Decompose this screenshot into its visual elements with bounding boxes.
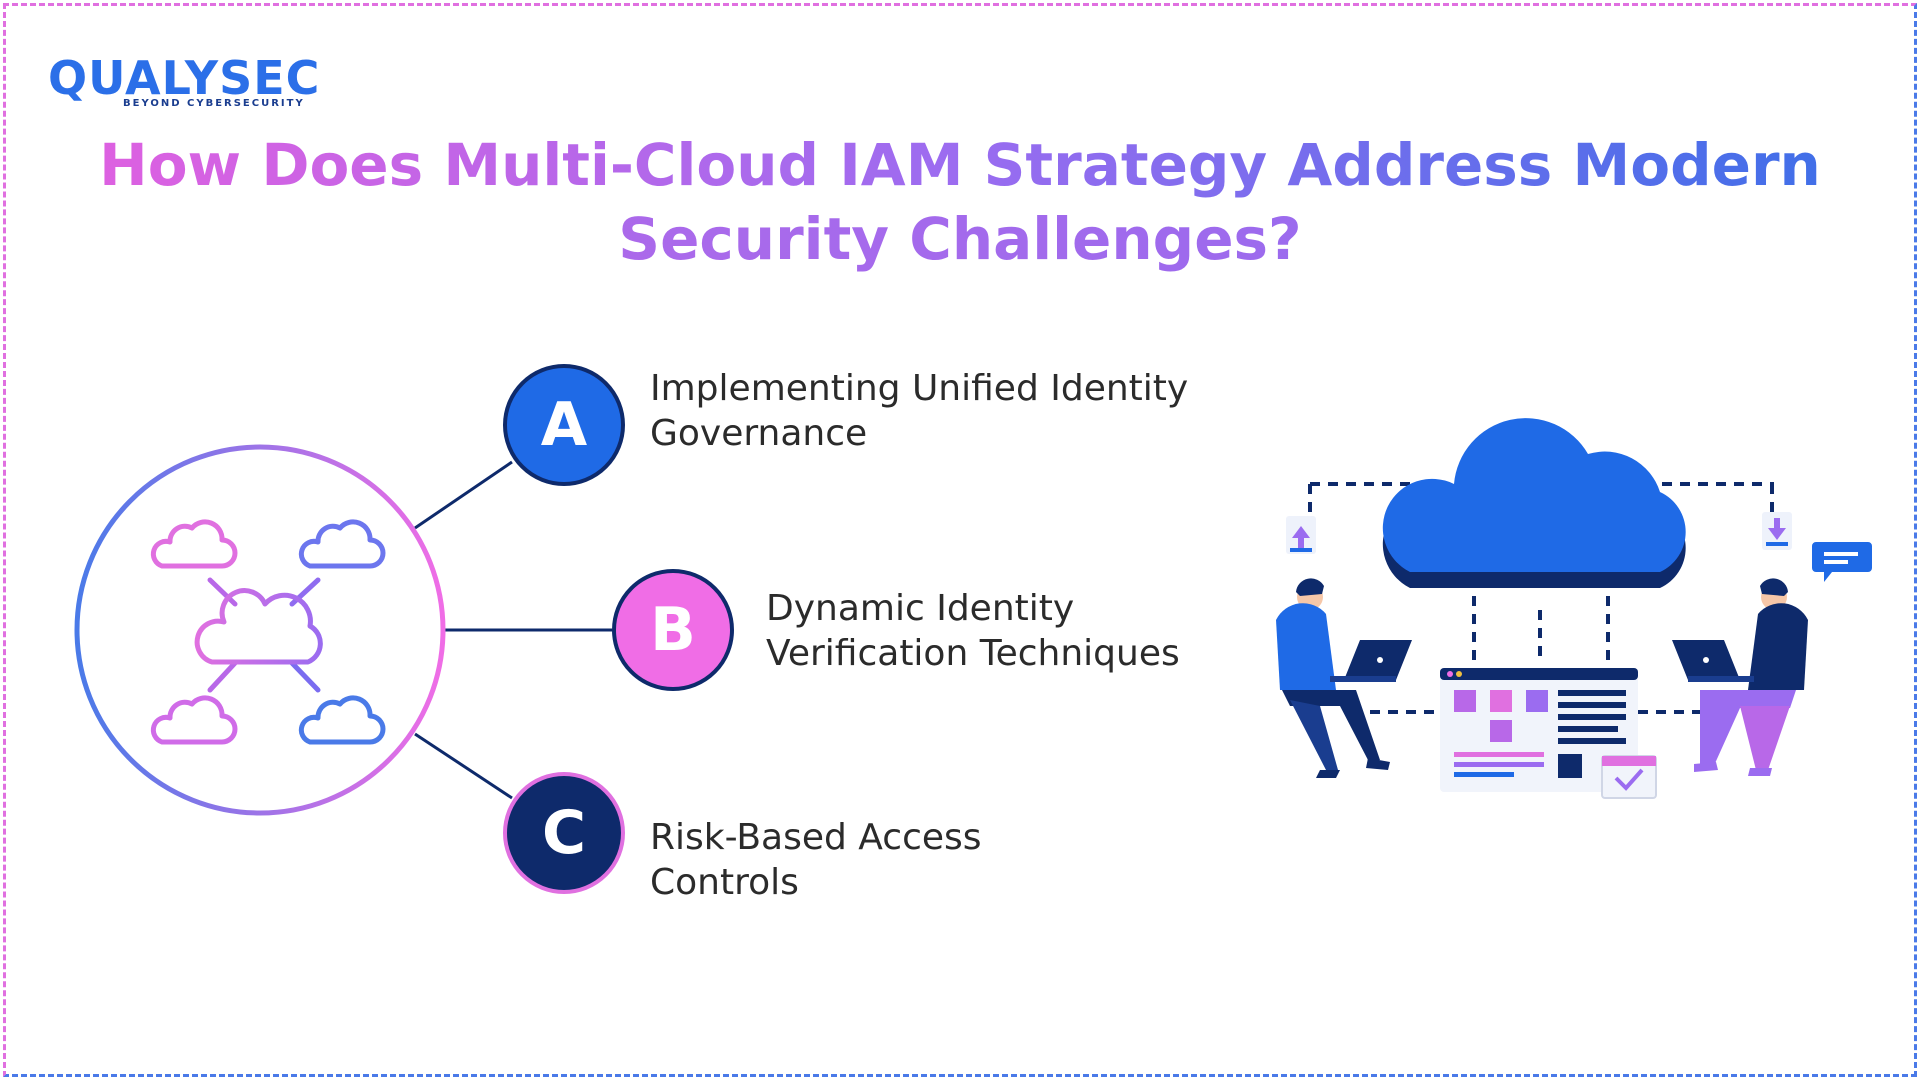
cloud-network-icon [74,444,446,816]
dashboard-window-icon [1440,668,1638,792]
item-b-line-2: Verification Techniques [766,633,1180,674]
title-line-2: Security Challenges? [60,202,1860,276]
title-line-1: How Does Multi-Cloud IAM Strategy Addres… [60,128,1860,202]
download-document-icon [1762,512,1792,550]
item-a-text: Implementing Unified Identity Governance [650,366,1188,456]
item-c-line-2: Controls [650,862,799,903]
connector-lines [414,460,612,800]
connector-a [414,460,513,530]
item-b-text: Dynamic Identity Verification Techniques [766,586,1180,676]
item-c-line-1: Risk-Based Access [650,817,982,858]
cloud-computing-illustration [1276,418,1872,799]
item-c-text: Risk-Based Access Controls [650,815,982,905]
badge-a: A [503,364,625,486]
page-title: How Does Multi-Cloud IAM Strategy Addres… [60,128,1860,276]
person-with-laptop-icon [1276,578,1412,778]
connector-c [414,732,513,800]
dashed-border-frame [3,3,1917,1077]
person-with-laptop-icon-right [1672,578,1808,776]
badge-b: B [612,569,734,691]
logo-wordmark: QUALYSEC [48,51,321,105]
badge-c: C [503,772,625,894]
network-ring [74,444,446,816]
upload-document-icon [1286,516,1316,554]
logo-tagline: BEYOND CYBERSECURITY [123,98,305,109]
qualysec-logo: QUALYSEC BEYOND CYBERSECURITY [48,50,328,116]
item-a-line-1: Implementing Unified Identity [650,368,1189,409]
chat-bubble-icon [1812,542,1872,582]
item-b-line-1: Dynamic Identity [766,588,1075,629]
calendar-icon [1601,755,1657,799]
cloud-icon [1382,418,1686,588]
item-a-line-2: Governance [650,413,868,454]
